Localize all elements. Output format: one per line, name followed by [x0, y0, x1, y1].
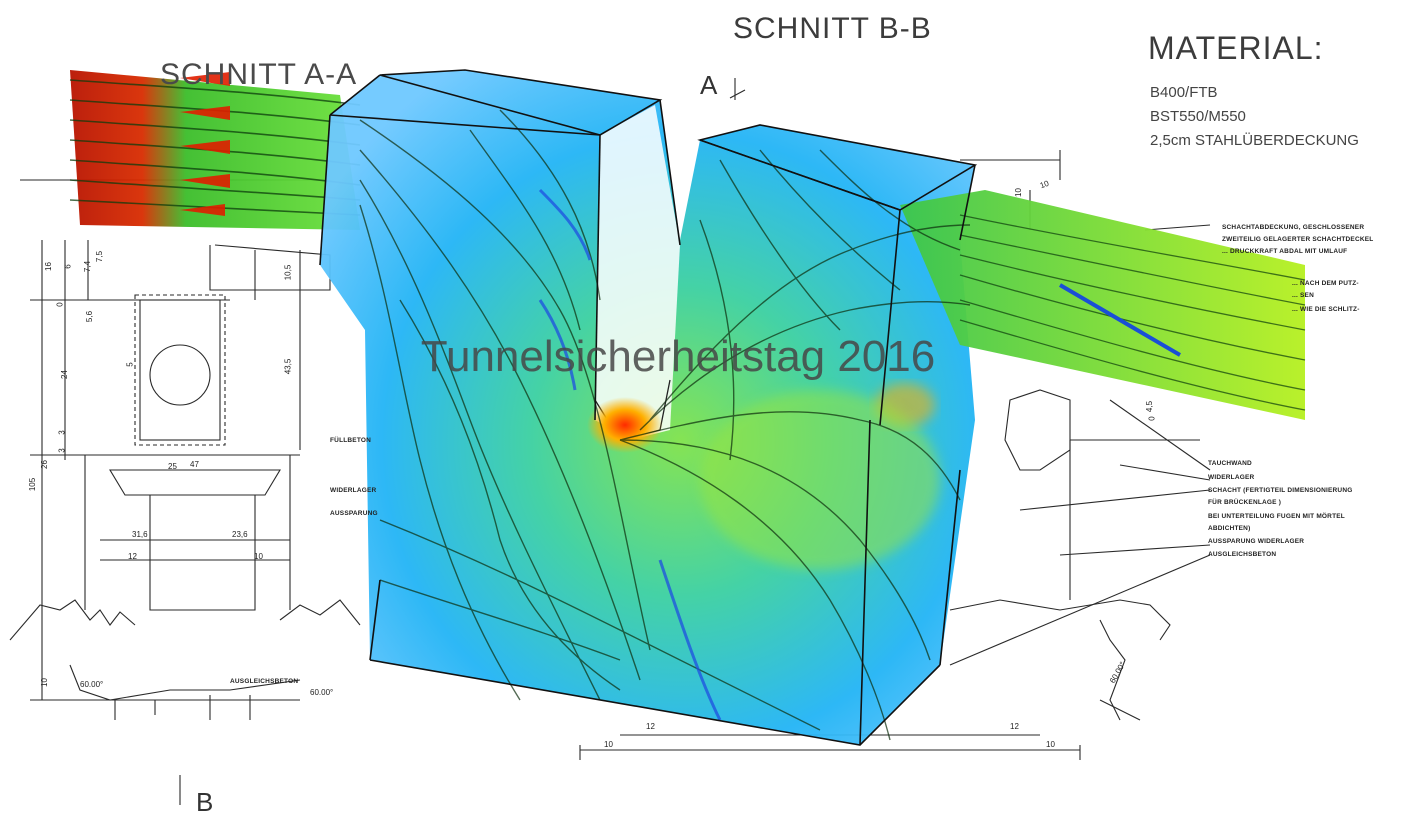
material-line: BST550/M550	[1150, 108, 1246, 125]
dimension: 60.00°	[310, 688, 334, 697]
material-title: MATERIAL:	[1148, 30, 1324, 66]
dimension: 105	[28, 477, 38, 492]
dimension: 3	[57, 448, 67, 453]
dimension: 25	[168, 462, 177, 471]
annotation: ... SEN	[1292, 292, 1314, 299]
annotation: BEI UNTERTEILUNG FUGEN MIT MÖRTEL	[1208, 513, 1345, 520]
section-marker-b: B	[196, 787, 214, 817]
annotation: ... NACH DEM PUTZ-	[1292, 280, 1359, 287]
annotation: TAUCHWAND	[1208, 460, 1252, 467]
dimension: 7,5	[95, 250, 105, 263]
dimension: 10,5	[283, 264, 293, 281]
dimension: 16	[43, 262, 53, 271]
dimension: 12	[128, 552, 137, 561]
annotation: ZWEITEILIG GELAGERTER SCHACHTDECKEL	[1222, 236, 1374, 243]
dimension: 5,6	[85, 310, 95, 323]
annotation: ... DRUCKKRAFT ABDAL MIT UMLAUF	[1222, 248, 1348, 255]
material-line: B400/FTB	[1150, 84, 1218, 101]
section-marker-a: A	[700, 70, 718, 100]
label: AUSSPARUNG	[330, 510, 378, 517]
dimension: 6	[63, 264, 73, 269]
dimension: 10	[1046, 740, 1055, 749]
dimension: 60.00°	[80, 680, 104, 689]
dimension: 7,4	[83, 260, 93, 273]
dimension: 0	[55, 302, 65, 307]
annotation: AUSSPARUNG WIDERLAGER	[1208, 538, 1305, 545]
annotation: ... WIE DIE SCHLITZ-	[1292, 306, 1360, 313]
dimension: 10	[1013, 188, 1023, 197]
dimension: 10	[254, 552, 263, 561]
dimension: 12	[1010, 722, 1019, 731]
dimension: 4,5	[1145, 400, 1155, 413]
dimension: 31,6	[132, 530, 148, 539]
annotation: ABDICHTEN)	[1208, 525, 1251, 532]
dimension: 3	[57, 430, 67, 435]
label: FÜLLBETON	[330, 437, 372, 444]
section-b-title: SCHNITT B-B	[733, 12, 932, 45]
annotation: AUSGLEICHSBETON	[1208, 551, 1277, 558]
section-a-title: SCHNITT A-A	[160, 58, 358, 91]
dimension: 12	[646, 722, 655, 731]
dimension: 0	[1147, 416, 1157, 421]
dimension: 26	[39, 460, 49, 469]
label: AUSGLEICHSBETON	[230, 678, 299, 685]
annotation: SCHACHTABDECKUNG, GESCHLOSSENER	[1222, 224, 1365, 231]
dimension: 10	[604, 740, 613, 749]
annotation: FÜR BRÜCKENLAGE )	[1208, 499, 1282, 506]
dimension: 10	[39, 678, 49, 687]
annotation: SCHACHT (FERTIGTEIL DIMENSIONIERUNG	[1208, 487, 1353, 494]
material-line: 2,5cm STAHLÜBERDECKUNG	[1150, 132, 1359, 149]
annotation: WIDERLAGER	[1208, 474, 1255, 481]
dimension: 47	[190, 460, 199, 469]
dimension: 23,6	[232, 530, 248, 539]
label: WIDERLAGER	[330, 487, 377, 494]
event-title-overlay: Tunnelsicherheitstag 2016	[420, 332, 936, 381]
